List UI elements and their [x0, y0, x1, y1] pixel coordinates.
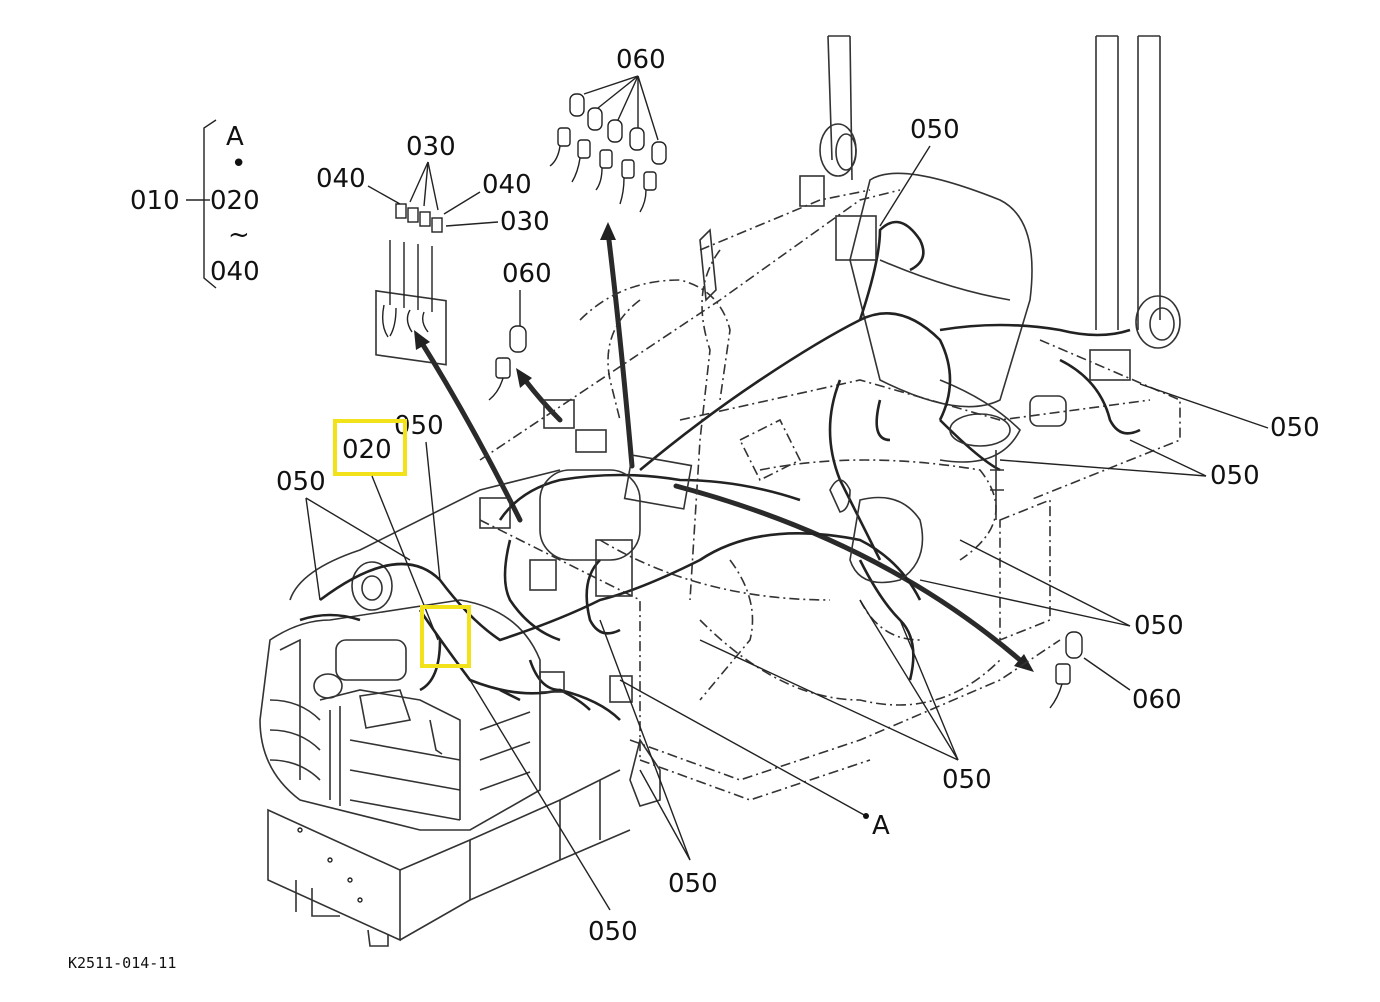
- callout-020-highlight: 020: [342, 435, 392, 465]
- bulb-cluster-top: 060: [549, 45, 667, 469]
- tractor-body-outline: [479, 189, 1181, 801]
- wiring-harness: [299, 175, 1141, 807]
- callout-050-right-2: 050: [1210, 461, 1260, 491]
- callout-060-right: 060: [1132, 685, 1182, 715]
- bracket-item-a: A: [226, 122, 244, 152]
- highlight-box-020-part: [420, 605, 471, 668]
- callout-050-left: 050: [276, 467, 326, 497]
- callout-050-bottom-mid: 050: [668, 869, 718, 899]
- work-lamp-left: [819, 123, 857, 177]
- front-frame: [267, 769, 631, 947]
- highlight-box-020-label: [333, 419, 407, 476]
- callout-060-top: 060: [616, 45, 666, 75]
- callout-030-top: 030: [406, 132, 456, 162]
- callout-040-left: 040: [316, 164, 366, 194]
- callout-050-right-1: 050: [1270, 413, 1320, 443]
- callouts-050: 050 050 050 050 050 050 050 050 050: [276, 115, 1320, 947]
- work-lamp-right: [1135, 295, 1181, 349]
- bulb-mid: 060: [488, 259, 563, 423]
- operator-seat: [849, 172, 1033, 463]
- tractor-hood: [259, 469, 561, 831]
- highlight-020-group: 020: [333, 419, 471, 668]
- callout-050-bottom-right: 050: [942, 765, 992, 795]
- drawing-number: K2511-014-11: [68, 954, 176, 972]
- bracket-item-040: 040: [210, 257, 260, 287]
- bracket-item-dot: •: [231, 149, 246, 179]
- callout-050-left-top: 050: [394, 411, 444, 441]
- callout-050-right-3: 050: [1134, 611, 1184, 641]
- bulb-right: 060: [673, 483, 1182, 715]
- point-a-marker: A: [619, 679, 890, 841]
- bracket-item-tilde: ~: [228, 220, 250, 250]
- part-bracket-group: 010 A • 020 ~ 040: [130, 119, 260, 289]
- callout-050-top-right: 050: [910, 115, 960, 145]
- bracket-parent-label: 010: [130, 186, 180, 216]
- arrow-to-fuse-box: [417, 337, 523, 523]
- bracket-item-020: 020: [210, 186, 260, 216]
- callout-060-mid: 060: [502, 259, 552, 289]
- callout-050-bottom: 050: [588, 917, 638, 947]
- point-a-label: A: [872, 811, 890, 841]
- callout-030-right: 030: [500, 207, 550, 237]
- callout-040-right: 040: [482, 170, 532, 200]
- fuse-box-assembly: 030 040 040 030: [316, 132, 550, 366]
- rops-frame: [827, 35, 1161, 330]
